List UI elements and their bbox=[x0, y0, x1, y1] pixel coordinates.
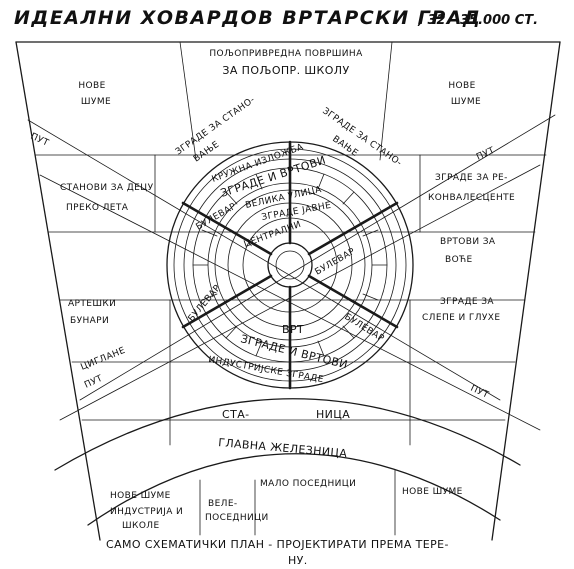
ring-cells bbox=[192, 167, 388, 363]
garden-label: ВРТ bbox=[282, 323, 304, 336]
central-park-label: ЦЕНТРАЛНИ bbox=[243, 220, 303, 250]
station-label-right: НИЦА bbox=[316, 408, 350, 421]
orchards-label-2: ВОЋЕ bbox=[445, 255, 473, 265]
agri-land-label: ПОЉОПРИВРЕДНА ПОВРШИНА bbox=[209, 49, 363, 59]
convalescent-label-2: КОНВАЛЕСЦЕНТЕ bbox=[428, 193, 515, 203]
large-holders-label-2: ПОСЕДНИЦИ bbox=[205, 513, 269, 523]
road-label-se: ПУТ bbox=[469, 384, 490, 401]
brickworks-label: ЦИГЛАНЕ bbox=[79, 346, 127, 373]
large-holders-label-1: ВЕЛЕ- bbox=[208, 499, 238, 509]
bottom-left-forest-label: НОВЕ ШУМЕ bbox=[110, 491, 171, 501]
main-railway-label: ГЛАВНА ЖЕЛЕЗНИЦА bbox=[218, 436, 348, 460]
footer-note-line2: НУ. bbox=[288, 554, 308, 567]
industry-school-label-1: ИНДУСТРИЈА И bbox=[110, 507, 183, 517]
road-label-sw: ПУТ bbox=[83, 374, 104, 391]
outer-boundary bbox=[15, 41, 561, 541]
ne-forest-label-2: ШУМЕ bbox=[451, 97, 481, 107]
blind-deaf-label-1: ЗГРАДЕ ЗА bbox=[440, 297, 494, 307]
convalescent-label-1: ЗГРАДЕ ЗА РЕ- bbox=[435, 173, 508, 183]
road-label-ne: ПУТ bbox=[475, 146, 496, 163]
station-label-left: СТА- bbox=[222, 408, 250, 421]
zone-grid bbox=[34, 41, 547, 536]
footer-note-line1: САМО СХЕМАТИЧКИ ПЛАН - ПРОЈЕКТИРАТИ ПРЕМ… bbox=[106, 538, 449, 551]
industry-school-label-2: ШКОЛЕ bbox=[122, 521, 160, 531]
road-label-nw: ПУТ bbox=[29, 132, 50, 149]
bottom-right-forest-label: НОВЕ ШУМЕ bbox=[402, 487, 463, 497]
allotments-label: МАЛО ПОСЕДНИЦИ bbox=[260, 479, 356, 489]
children-camp-label-1: СТАНОВИ ЗА ДЕЦУ bbox=[60, 183, 154, 193]
blind-deaf-label-2: СЛЕПЕ И ГЛУХЕ bbox=[422, 313, 500, 323]
road-lines bbox=[27, 114, 556, 431]
children-camp-label-2: ПРЕКО ЛЕТА bbox=[66, 203, 129, 213]
orchards-label-1: ВРТОВИ ЗА bbox=[440, 237, 496, 247]
nw-forest-label-2: ШУМЕ bbox=[81, 97, 111, 107]
artesian-label-1: АРТЕШКИ bbox=[68, 299, 116, 309]
nw-forest-label-1: НОВЕ bbox=[78, 81, 105, 91]
boulevards bbox=[181, 140, 399, 390]
boulevard-label-e: БУЛЕВАР bbox=[314, 247, 358, 278]
agri-school-label: ЗА ПОЉОПР. ШКОЛУ bbox=[222, 64, 349, 77]
ne-forest-label-1: НОВЕ bbox=[448, 81, 475, 91]
diagram-subtitle: , 32 - 35.000 СТ. bbox=[417, 13, 538, 28]
artesian-label-2: БУНАРИ bbox=[70, 316, 109, 326]
railway-arcs bbox=[54, 398, 521, 526]
diagram-title: ИДЕАЛНИ ХОВАРДОВ ВРТАРСКИ ГРАД bbox=[14, 7, 481, 29]
